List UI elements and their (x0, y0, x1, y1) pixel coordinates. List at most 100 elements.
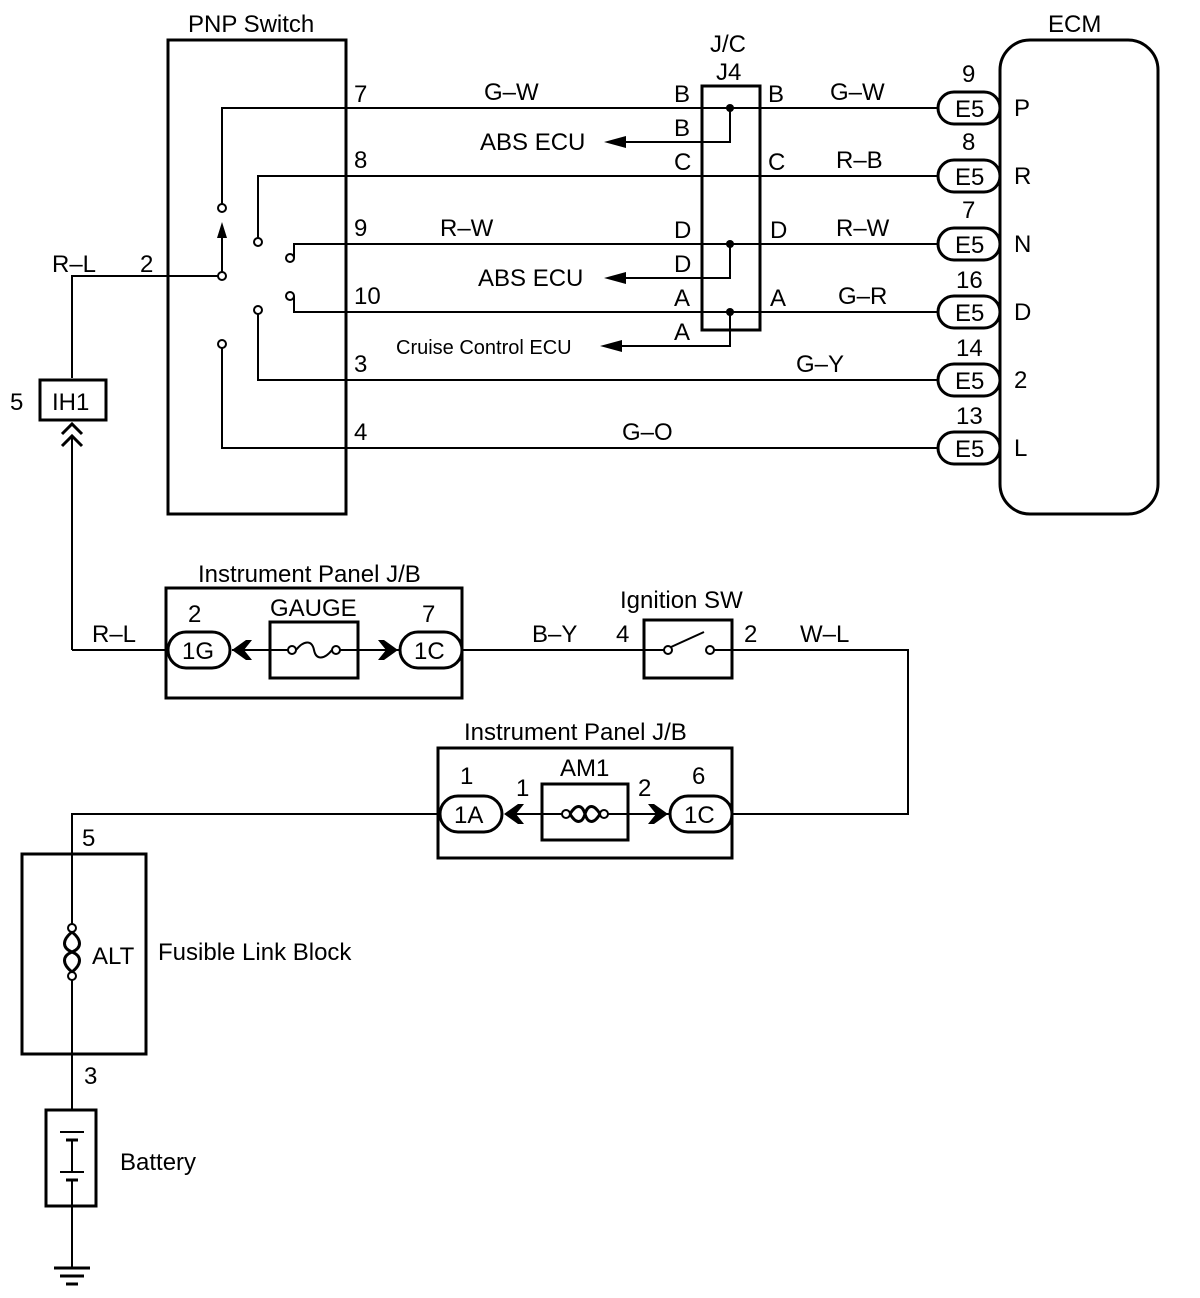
connector-code: 1C (684, 802, 715, 829)
connector-chevron-icon (504, 804, 524, 824)
fuse-terminal (287, 645, 297, 655)
ecm-connector-r: E5 8 R (936, 129, 1031, 194)
wire-color: G–R (838, 283, 887, 310)
ecm-signal: P (1014, 95, 1030, 122)
ecm-body (998, 38, 1160, 516)
fusible-link-icon (568, 805, 602, 823)
jc-left-letter: C (674, 149, 691, 176)
connector-code: E5 (955, 232, 984, 259)
switch-contact (705, 645, 715, 655)
ecm-connector-d: E5 16 D (936, 267, 1031, 330)
ignition-pin-right: 2 (744, 621, 757, 648)
wire-color: R–W (440, 215, 494, 242)
wire-n (293, 243, 940, 258)
ecm-connector-n: E5 7 N (936, 197, 1031, 262)
ecm-signal: 2 (1014, 367, 1027, 394)
pnp-pin-10: 10 (354, 283, 381, 310)
ecm-connector-2: E5 14 2 (936, 335, 1027, 398)
connector-inner-number: 2 (638, 775, 651, 802)
ecm: ECM E5 9 P E5 8 R E5 7 N E5 16 D E5 (936, 11, 1160, 516)
splice-dot (726, 104, 734, 112)
fuse-terminal (331, 645, 341, 655)
wire-color: G–W (484, 79, 539, 106)
pnp-pin-2: 2 (140, 251, 153, 278)
wire-color: G–Y (796, 351, 844, 378)
ih1-pin: 5 (10, 389, 23, 416)
connector-code: 1G (182, 638, 214, 665)
jc-right-letter: A (770, 285, 786, 312)
jc-right-letter: B (768, 81, 784, 108)
ignition-pin-left: 4 (616, 621, 629, 648)
pnp-contact (217, 203, 227, 213)
battery-label: Battery (120, 1149, 196, 1176)
fuse-terminal (561, 809, 571, 819)
connector-number: 13 (956, 403, 983, 430)
wire-color: R–L (52, 251, 96, 278)
connector-number: 6 (692, 763, 705, 790)
connector-code: 1C (414, 638, 445, 665)
ih1-connector: IH1 5 (10, 378, 168, 651)
am1-fuse-label: AM1 (560, 755, 609, 782)
ecm-connector-l: E5 13 L (936, 403, 1027, 466)
pnp-switch: PNP Switch 7 8 9 10 3 4 2 (140, 11, 381, 516)
wire-2 (257, 314, 940, 381)
jb-am1-body (436, 746, 734, 860)
connector-number: 2 (188, 601, 201, 628)
jb-gauge: Instrument Panel J/B GAUGE 1G 2 1C 7 (164, 561, 464, 700)
connector-number: 8 (962, 129, 975, 156)
pnp-contact (217, 339, 227, 349)
jc-right-letter: C (768, 149, 785, 176)
connector-number: 7 (962, 197, 975, 224)
wire-p (221, 107, 940, 204)
connector-number: 1 (460, 763, 473, 790)
connector-oval (936, 226, 1002, 262)
wire-l (221, 348, 940, 449)
pnp-pin-9: 9 (354, 215, 367, 242)
jc-right-letter: D (770, 217, 787, 244)
jc-left-letter: A (674, 319, 690, 346)
pnp-contact (285, 253, 295, 263)
connector-number: 9 (962, 61, 975, 88)
ecm-signal: D (1014, 299, 1031, 326)
am1-fuse-box (540, 782, 630, 842)
fusible-title: Fusible Link Block (158, 939, 352, 966)
ecm-signal: R (1014, 163, 1031, 190)
fusible-body (20, 852, 148, 1056)
connector-number: 7 (422, 601, 435, 628)
fuse-terminal (67, 923, 77, 933)
junction-connector-j4: J/C J4 B B C D D A A B C D A (600, 31, 787, 352)
arrow-left-icon (600, 340, 622, 352)
selector-arrow-icon (217, 222, 227, 238)
switch-contact (663, 645, 673, 655)
jc-title: J/C (710, 31, 746, 58)
cruise-ecu-label: Cruise Control ECU (396, 337, 572, 359)
pnp-pin-3: 3 (354, 351, 367, 378)
pnp-pin-8: 8 (354, 147, 367, 174)
connector-oval (936, 430, 1002, 466)
jb-am1: Instrument Panel J/B AM1 1A 1 1 1C 6 2 (436, 719, 734, 860)
ignition-title: Ignition SW (620, 587, 743, 614)
alt-label: ALT (92, 943, 135, 970)
wire-color: G–W (830, 79, 885, 106)
jc-splice-b (702, 108, 731, 143)
splice-dot (726, 240, 734, 248)
jc-left-letter: A (674, 285, 690, 312)
fuse-icon (295, 641, 333, 659)
abs-ecu-label: ABS ECU (480, 129, 585, 156)
wire-wl (732, 649, 909, 815)
wire-color: B–Y (532, 621, 577, 648)
splice-dot (726, 308, 734, 316)
connector-oval (936, 362, 1002, 398)
pnp-contact (253, 305, 263, 315)
gauge-fuse-label: GAUGE (270, 595, 357, 622)
connector-code: E5 (955, 164, 984, 191)
ih1-label: IH1 (52, 389, 89, 416)
connector-chevron-icon (378, 640, 398, 660)
wire-color: R–W (836, 215, 890, 242)
wire-r (257, 175, 940, 238)
connector-code: 1A (454, 802, 483, 829)
jc-left-letter: B (674, 81, 690, 108)
jc-left-letter: B (674, 115, 690, 142)
ecm-signal: N (1014, 231, 1031, 258)
connector-code: E5 (955, 96, 984, 123)
